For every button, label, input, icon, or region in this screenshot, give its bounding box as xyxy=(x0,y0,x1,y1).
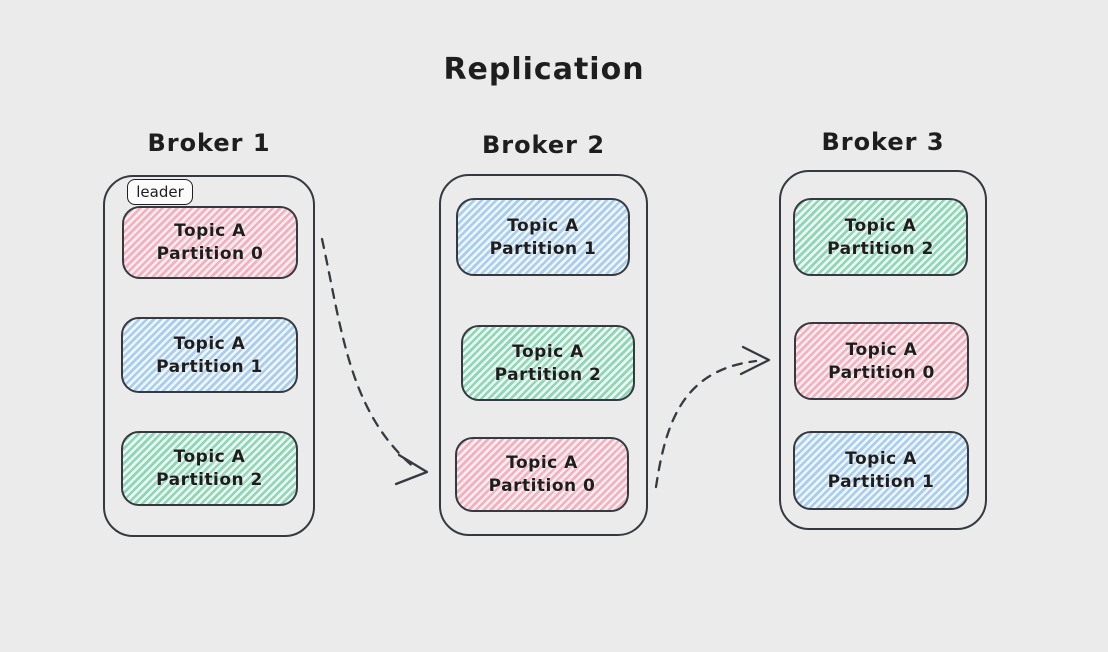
partition-topic-label: Topic A xyxy=(844,215,917,236)
partition-topic-label: Topic A xyxy=(173,447,246,467)
broker-2-partition-0: Topic A Partition 1 xyxy=(456,198,630,276)
partition-number-label: Partition 0 xyxy=(828,362,935,383)
partition-number-label: Partition 1 xyxy=(827,472,935,492)
broker-1-partition-2: Topic A Partition 2 xyxy=(121,431,298,506)
broker-2-label: Broker 2 xyxy=(481,131,606,159)
leader-badge: leader xyxy=(127,179,193,205)
partition-number-label: Partition 1 xyxy=(489,238,597,259)
partition-number-label: Partition 2 xyxy=(494,364,602,385)
partition-topic-label: Topic A xyxy=(845,339,918,360)
partition-topic-label: Topic A xyxy=(506,453,578,473)
partition-number-label: Partition 2 xyxy=(156,470,263,490)
arrow-broker2-to-broker3 xyxy=(654,345,771,489)
partition-number-label: Partition 2 xyxy=(827,238,934,259)
diagram-title: Replication xyxy=(443,52,645,87)
broker-3-partition-1: Topic A Partition 0 xyxy=(794,322,969,400)
partition-topic-label: Topic A xyxy=(512,341,584,362)
partition-topic-label: Topic A xyxy=(174,221,246,241)
partition-number-label: Partition 0 xyxy=(156,244,264,264)
arrow-broker1-to-broker2 xyxy=(320,237,429,486)
partition-topic-label: Topic A xyxy=(845,449,917,469)
broker-1-partition-0: Topic A Partition 0 xyxy=(122,206,298,279)
partition-topic-label: Topic A xyxy=(173,333,246,354)
partition-topic-label: Topic A xyxy=(507,215,579,236)
broker-1-label: Broker 1 xyxy=(147,129,271,157)
broker-2-partition-2: Topic A Partition 0 xyxy=(455,437,629,512)
broker-3-partition-0: Topic A Partition 2 xyxy=(793,198,968,276)
broker-3-partition-2: Topic A Partition 1 xyxy=(793,431,969,510)
broker-1-partition-1: Topic A Partition 1 xyxy=(121,317,298,393)
broker-2-partition-1: Topic A Partition 2 xyxy=(461,325,635,401)
partition-number-label: Partition 0 xyxy=(488,476,596,496)
broker-3-box xyxy=(779,170,987,530)
broker-2-box xyxy=(439,174,648,536)
partition-number-label: Partition 1 xyxy=(156,356,263,377)
broker-1-box xyxy=(103,175,315,537)
broker-3-label: Broker 3 xyxy=(821,128,945,156)
